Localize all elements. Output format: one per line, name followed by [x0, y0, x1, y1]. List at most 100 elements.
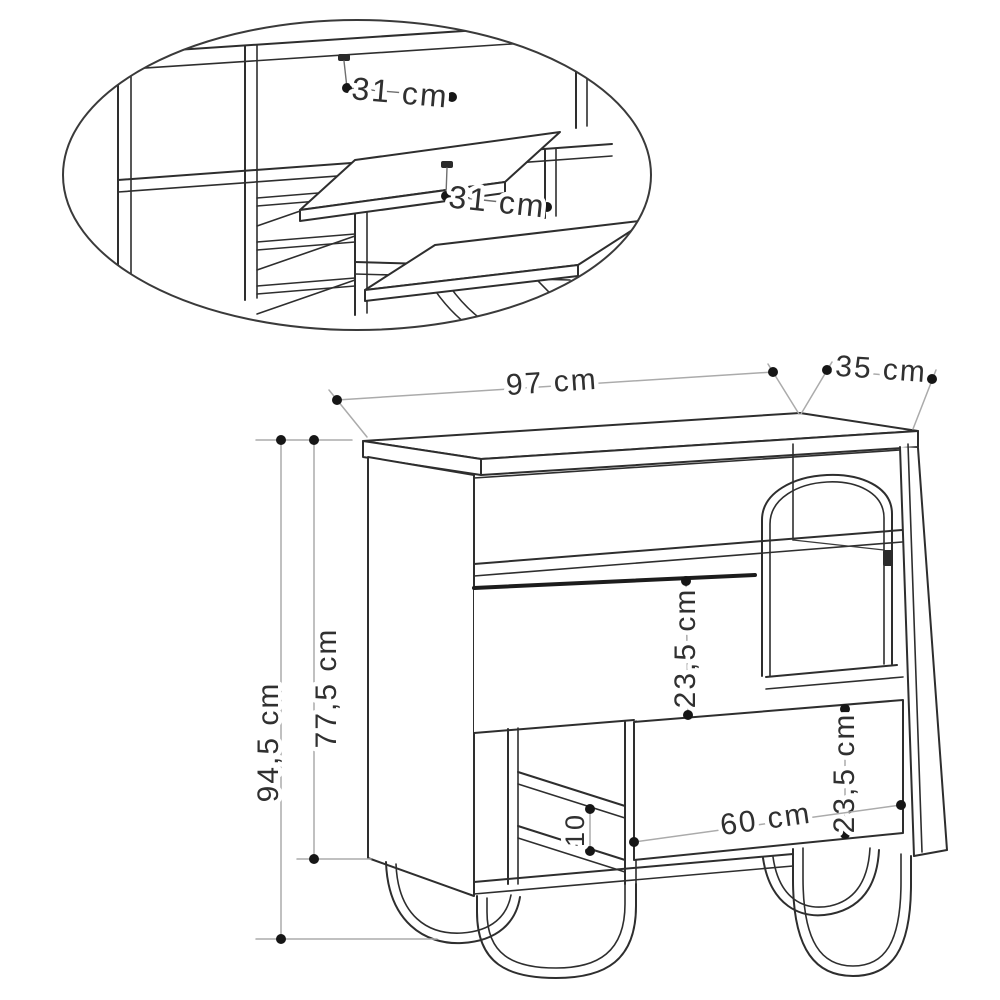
dim-middle-flap-label: 23,5 cm	[669, 588, 702, 709]
dim-line	[336, 371, 774, 401]
arch-shelf-connector	[883, 550, 893, 566]
right-front-hoop-outer	[792, 848, 912, 977]
dim-dot	[342, 83, 352, 93]
rail	[256, 233, 356, 243]
bottom-band-bottom-edge	[473, 865, 794, 895]
dim-dot	[768, 367, 778, 377]
dim-dot	[276, 934, 286, 944]
arch-frame	[761, 474, 893, 677]
tilted-shelf-2-bottom	[517, 837, 626, 873]
dim-dot	[822, 365, 832, 375]
rail	[256, 277, 356, 287]
left-front-hoop-inner	[486, 883, 626, 969]
arch-inner	[769, 481, 885, 677]
dim-bottom-flap-height-label: 23,5 cm	[828, 713, 861, 834]
main-view	[362, 412, 948, 979]
dim-depth-label: 35 cm	[834, 350, 928, 389]
left-back-hoop-outer	[385, 861, 521, 945]
right-side-panel	[899, 443, 948, 857]
right-panel-outer-edge	[917, 447, 948, 851]
dim-side-height: 77,5 cm	[296, 435, 372, 864]
dim-bottom-flap-height: 23,5 cm	[823, 704, 865, 839]
upper-shelf-back-edge	[792, 539, 885, 551]
arch-lower-shelf-bottom	[765, 676, 904, 690]
rail	[256, 285, 356, 295]
slat	[256, 235, 356, 271]
upper-shelf-top-edge	[473, 529, 903, 565]
shoe-rack-module	[507, 720, 637, 885]
dim-dot	[927, 374, 937, 384]
tilted-shelf-1-top	[517, 771, 626, 807]
dim-dot	[629, 837, 639, 847]
left-side-panel	[367, 456, 475, 897]
middle-flap-door	[472, 573, 757, 734]
dim-side-height-label: 77,5 cm	[310, 628, 343, 749]
dim-dot	[276, 435, 286, 445]
right-panel-bottom-edge	[913, 849, 948, 857]
tilted-shelf-1-bottom	[517, 783, 626, 819]
dim-dot	[683, 710, 693, 720]
top-board	[362, 412, 919, 476]
carcass-top-edge	[473, 449, 901, 479]
dim-dot	[309, 435, 319, 445]
hinge-mark	[338, 54, 350, 61]
flap-front-edge	[364, 264, 579, 302]
dim-dot	[441, 191, 451, 201]
dim-shelf-gap-label: 10	[560, 813, 590, 847]
hinge-mark	[441, 161, 453, 168]
dim-dot	[585, 804, 595, 814]
dim-line	[445, 195, 548, 208]
right-panel-inner-edge	[899, 446, 915, 857]
dim-dot	[681, 576, 691, 586]
detail-dim-lower-label: 31 cm	[447, 178, 547, 224]
middle-door-face	[474, 575, 755, 733]
dim-width: 97 cm	[328, 358, 800, 438]
left-front-hoop-outer	[476, 883, 637, 979]
middle-door-bottom-edge	[473, 719, 635, 734]
dim-drop-line	[445, 167, 448, 196]
dim-middle-flap-height: 23,5 cm	[664, 576, 706, 720]
detail-view: 31 cm 31 cm	[62, 19, 652, 331]
right-front-hoop-inner	[802, 847, 902, 967]
dim-total-height-label: 94,5 cm	[252, 682, 285, 803]
rail	[256, 241, 356, 251]
detail-leg-arc	[529, 271, 616, 330]
dim-dot	[896, 800, 906, 810]
arch-outer	[761, 474, 893, 677]
dim-shelf-gap: 10	[556, 804, 595, 856]
upper-shelf-bottom-edge	[473, 541, 903, 577]
left-back-hoop-inner	[395, 863, 512, 934]
bottom-flap-door	[633, 699, 904, 861]
dim-width-label: 97 cm	[505, 363, 599, 402]
dim-dot	[840, 829, 850, 839]
dim-dot	[840, 704, 850, 714]
dim-dot	[447, 92, 457, 102]
slat	[256, 279, 356, 315]
flap-front-edge	[299, 181, 506, 222]
dim-line	[685, 580, 689, 716]
dim-line	[346, 87, 453, 98]
dim-total-height: 94,5 cm	[247, 435, 438, 944]
right-back-hoop-outer	[762, 849, 880, 917]
right-back-hoop-inner	[772, 847, 871, 908]
right-panel-mid-edge	[907, 443, 923, 853]
detail-upper-flap-door	[299, 131, 561, 222]
dim-line	[826, 369, 933, 380]
detail-lower-flap-door	[364, 219, 649, 302]
detail-view-content: 31 cm 31 cm	[99, 20, 649, 330]
detail-dim-upper-label: 31 cm	[350, 70, 450, 114]
arch-lower-shelf-top	[765, 664, 898, 678]
bottom-band-top-edge	[473, 853, 794, 883]
top-board-front-face	[480, 430, 919, 476]
dimension-annotations: 97 cm 35 cm 94,5 cm 77,5 cm	[247, 345, 937, 944]
dim-dot	[585, 846, 595, 856]
dim-dot	[309, 854, 319, 864]
dim-line	[633, 804, 902, 843]
tilted-shelf-2-top	[517, 825, 626, 861]
dim-dot	[542, 202, 552, 212]
detail-bubble-outline	[62, 19, 652, 331]
legs	[385, 847, 912, 979]
middle-door-gap	[472, 573, 757, 590]
dim-dot	[332, 395, 342, 405]
